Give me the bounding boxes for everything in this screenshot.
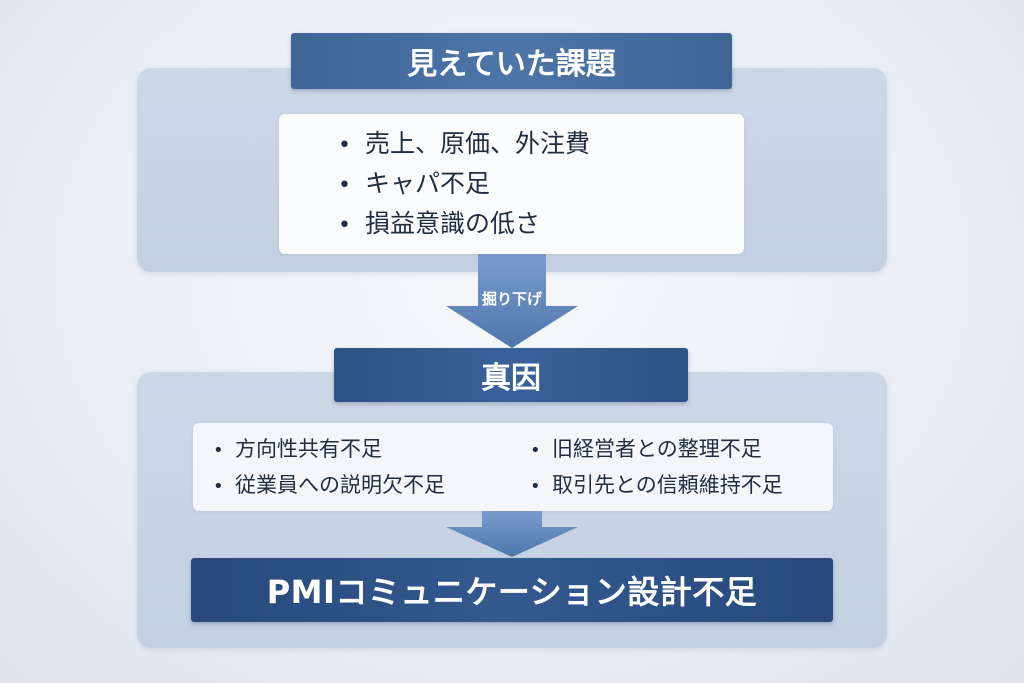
list-item: • 従業員への説明欠不足: [213, 467, 445, 503]
cause-label: 取引先との信頼維持不足: [552, 473, 783, 497]
list-item: • 旧経営者との整理不足: [530, 431, 783, 467]
bullet: •: [213, 476, 224, 497]
issue-list: • 売上、原価、外注費 • キャパ不足 • 損益意識の低さ: [338, 124, 590, 244]
bullet: •: [338, 213, 351, 238]
list-item: • 損益意識の低さ: [338, 204, 590, 244]
dig-down-arrow: [446, 254, 578, 348]
cause-to-conclusion-arrow: [446, 511, 578, 557]
cause-label: 旧経営者との整理不足: [552, 437, 762, 461]
root-cause-title: 真因: [334, 348, 688, 402]
cause-list-right: • 旧経営者との整理不足 • 取引先との信頼維持不足: [530, 431, 783, 503]
arrow-label: 掘り下げ: [481, 290, 542, 308]
list-item: • 方向性共有不足: [213, 431, 445, 467]
visible-issues-title: 見えていた課題: [291, 33, 732, 89]
causes-box: [193, 423, 833, 511]
list-item: • 取引先との信頼維持不足: [530, 467, 783, 503]
cause-label: 従業員への説明欠不足: [235, 473, 445, 497]
issue-label: 売上、原価、外注費: [365, 129, 591, 158]
issues-box: [279, 114, 744, 254]
issue-label: キャパ不足: [365, 169, 491, 198]
conclusion-banner: PMIコミュニケーション設計不足: [191, 558, 833, 622]
bullet: •: [530, 476, 541, 497]
cause-label: 方向性共有不足: [235, 437, 382, 461]
list-item: • 売上、原価、外注費: [338, 124, 590, 164]
list-item: • キャパ不足: [338, 164, 590, 204]
bullet: •: [338, 133, 351, 158]
bullet: •: [213, 440, 224, 461]
cause-list-left: • 方向性共有不足 • 従業員への説明欠不足: [213, 431, 445, 503]
issue-label: 損益意識の低さ: [365, 209, 541, 238]
bullet: •: [338, 173, 351, 198]
bullet: •: [530, 440, 541, 461]
